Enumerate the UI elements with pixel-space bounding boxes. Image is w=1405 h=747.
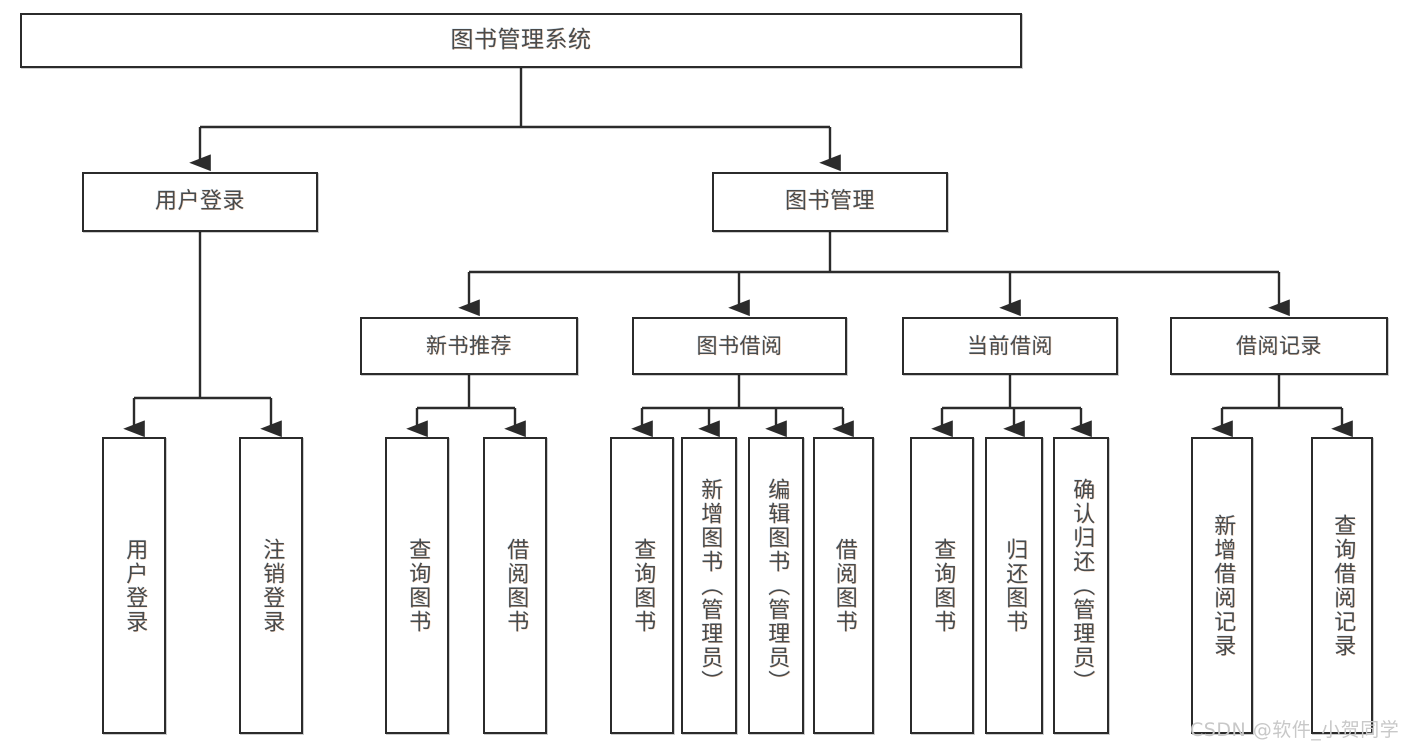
node-label: 新增借阅记录: [1210, 513, 1236, 658]
node-label: 图书借阅: [696, 333, 783, 358]
node-label: 借阅记录: [1236, 333, 1322, 358]
node-label: 查询图书: [930, 537, 956, 634]
node-label: 归还图书: [1002, 537, 1028, 634]
node-new-book-rec[interactable]: 新书推荐: [360, 317, 578, 375]
csdn-watermark: CSDN @软件_小贺同学: [1190, 719, 1400, 741]
node-leaf-add-record[interactable]: 新增借阅记录: [1191, 437, 1253, 734]
node-label: 新增图书（管理员）: [697, 477, 723, 694]
node-label: 新书推荐: [426, 333, 512, 358]
node-label: 借阅图书: [831, 537, 857, 634]
node-book-manage[interactable]: 图书管理: [712, 172, 948, 232]
node-leaf-borrow-book-1[interactable]: 借阅图书: [483, 437, 547, 734]
node-label: 图书管理: [784, 189, 875, 215]
node-leaf-borrow-book-2[interactable]: 借阅图书: [813, 437, 874, 734]
node-leaf-query-book-1[interactable]: 查询图书: [385, 437, 449, 734]
node-label: 注销登录: [259, 537, 285, 634]
node-leaf-query-book-3[interactable]: 查询图书: [910, 437, 974, 734]
node-label: 图书管理系统: [450, 26, 592, 53]
node-leaf-user-login[interactable]: 用户登录: [102, 437, 166, 734]
node-leaf-query-book-2[interactable]: 查询图书: [610, 437, 674, 734]
node-label: 确认归还（管理员）: [1069, 477, 1095, 694]
node-label: 用户登录: [122, 537, 148, 634]
node-label: 用户登录: [154, 189, 245, 215]
node-leaf-query-record[interactable]: 查询借阅记录: [1311, 437, 1373, 734]
node-root-system[interactable]: 图书管理系统: [20, 13, 1022, 68]
node-label: 当前借阅: [967, 333, 1053, 358]
node-current-borrow[interactable]: 当前借阅: [902, 317, 1118, 375]
node-user-login[interactable]: 用户登录: [82, 172, 318, 232]
node-leaf-edit-book[interactable]: 编辑图书（管理员）: [748, 437, 804, 734]
node-leaf-confirm-return[interactable]: 确认归还（管理员）: [1053, 437, 1109, 734]
node-leaf-return-book[interactable]: 归还图书: [985, 437, 1043, 734]
node-borrow-record[interactable]: 借阅记录: [1170, 317, 1388, 375]
node-label: 编辑图书（管理员）: [764, 477, 790, 694]
node-label: 查询图书: [405, 537, 431, 634]
node-leaf-add-book[interactable]: 新增图书（管理员）: [681, 437, 737, 734]
node-label: 借阅图书: [503, 537, 529, 634]
node-leaf-logout[interactable]: 注销登录: [239, 437, 303, 734]
node-book-borrow[interactable]: 图书借阅: [632, 317, 847, 375]
node-label: 查询图书: [630, 537, 656, 634]
node-label: 查询借阅记录: [1330, 513, 1356, 658]
